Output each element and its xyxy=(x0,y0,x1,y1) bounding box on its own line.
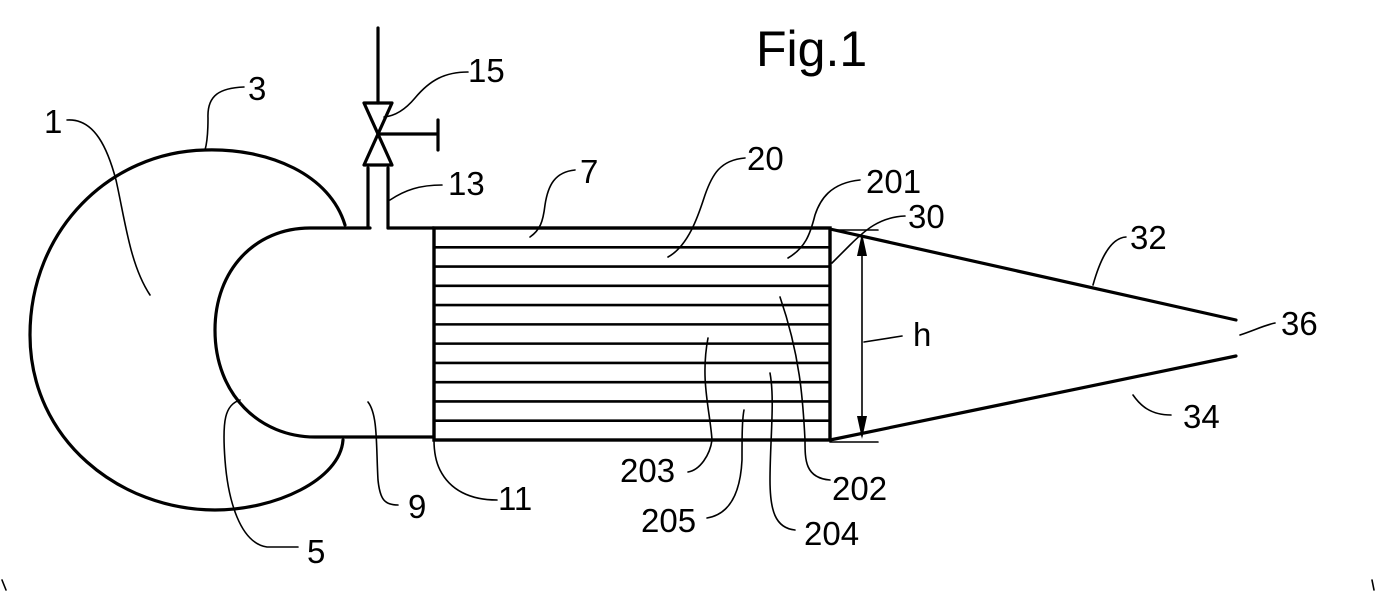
dimension-h xyxy=(830,230,878,442)
label-203: 203 xyxy=(620,452,675,489)
leader-13 xyxy=(390,185,442,200)
label-11: 11 xyxy=(498,480,532,517)
nozzle-lower-wall-34 xyxy=(830,356,1236,440)
label-7: 7 xyxy=(580,153,598,190)
label-205: 205 xyxy=(641,502,696,539)
leader-30 xyxy=(832,216,905,263)
label-201: 201 xyxy=(866,163,921,200)
leader-11 xyxy=(434,440,497,500)
label-5: 5 xyxy=(307,533,325,570)
label-1: 1 xyxy=(44,103,62,140)
figure-title: Fig.1 xyxy=(756,21,867,77)
leader-3 xyxy=(205,87,244,150)
valve-handle xyxy=(378,120,438,150)
leader-h xyxy=(864,336,902,342)
label-34: 34 xyxy=(1183,398,1220,435)
label-202: 202 xyxy=(832,470,887,507)
leader-15 xyxy=(384,72,468,117)
channel-stack xyxy=(434,228,830,440)
leader-9 xyxy=(368,402,398,505)
label-3: 3 xyxy=(248,70,266,107)
valve-lower-triangle xyxy=(364,134,392,165)
nozzle-upper-wall-32 xyxy=(830,229,1236,320)
leader-34 xyxy=(1133,395,1171,415)
label-30: 30 xyxy=(908,198,945,235)
pipe-13 xyxy=(368,168,388,228)
label-13: 13 xyxy=(448,165,485,202)
leader-203 xyxy=(688,338,712,472)
scan-mark-right xyxy=(1372,580,1374,590)
label-15: 15 xyxy=(468,52,505,89)
leader-204 xyxy=(770,373,795,530)
reference-labels: 1 3 5 7 9 11 13 15 20 201 202 203 204 20… xyxy=(44,52,1318,570)
label-36: 36 xyxy=(1281,305,1318,342)
leader-20 xyxy=(668,158,745,257)
leader-36 xyxy=(1240,323,1275,335)
inner-plenum-wall xyxy=(215,228,434,437)
leader-205 xyxy=(707,410,744,518)
label-204: 204 xyxy=(804,515,859,552)
scan-mark-left xyxy=(2,580,6,590)
valve-15[interactable] xyxy=(364,103,438,165)
valve-upper-triangle xyxy=(364,103,392,134)
label-20: 20 xyxy=(747,140,784,177)
label-h: h xyxy=(913,316,931,353)
channel-stack-frame xyxy=(434,228,830,440)
label-9: 9 xyxy=(408,488,426,525)
leader-32 xyxy=(1093,237,1126,285)
outer-chamber-wall xyxy=(30,150,345,510)
channel-lines xyxy=(434,247,830,420)
label-32: 32 xyxy=(1130,219,1167,256)
